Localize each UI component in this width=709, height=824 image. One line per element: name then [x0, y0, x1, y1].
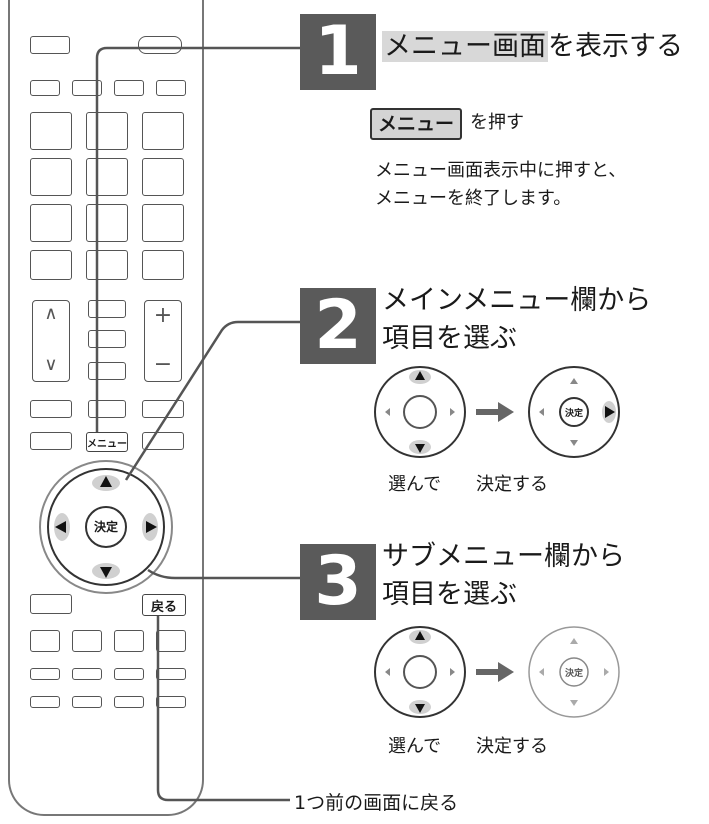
volume-rocker[interactable]: + −: [144, 300, 182, 382]
function-button[interactable]: [72, 668, 102, 680]
number-key[interactable]: [142, 204, 184, 242]
volume-down-icon: −: [153, 352, 173, 377]
number-key[interactable]: [142, 158, 184, 196]
step-3-select-caption: 選んで: [388, 736, 442, 757]
function-button[interactable]: [114, 668, 144, 680]
function-button[interactable]: [156, 668, 186, 680]
number-key[interactable]: [30, 158, 72, 196]
number-key[interactable]: [142, 112, 184, 150]
number-key[interactable]: [142, 250, 184, 280]
channel-rocker[interactable]: ∧ ∨: [32, 300, 70, 382]
function-button[interactable]: [30, 630, 60, 652]
function-button[interactable]: [30, 696, 60, 708]
number-key[interactable]: [30, 250, 72, 280]
step-2-badge: 2: [300, 288, 376, 364]
volume-up-icon: +: [153, 303, 173, 328]
color-button-1[interactable]: [30, 80, 60, 96]
function-button[interactable]: [72, 630, 102, 652]
number-key[interactable]: [86, 112, 128, 150]
step-2-title-line1: メインメニュー欄から: [382, 285, 652, 316]
top-right-button[interactable]: [138, 36, 182, 54]
back-button[interactable]: 戻る: [142, 594, 186, 616]
number-key[interactable]: [30, 112, 72, 150]
function-button[interactable]: [156, 696, 186, 708]
step-3-badge: 3: [300, 544, 376, 620]
menu-button[interactable]: メニュー: [86, 432, 128, 452]
number-key[interactable]: [86, 250, 128, 280]
step-1-note-line1: メニュー画面表示中に押すと、: [375, 160, 627, 181]
enter-button[interactable]: 決定: [93, 520, 118, 534]
step-3-title-line2: 項目を選ぶ: [382, 579, 517, 610]
step-1-title-rest: を表示する: [548, 31, 683, 62]
step-1-key-action: を押す: [470, 112, 524, 133]
step-1-title-highlight: メニュー画面: [382, 31, 548, 62]
function-button[interactable]: [30, 432, 72, 450]
function-button[interactable]: [30, 668, 60, 680]
number-key[interactable]: [86, 204, 128, 242]
function-button[interactable]: [114, 696, 144, 708]
step-3-title-line1: サブメニュー欄から: [382, 541, 625, 572]
back-caption: 1つ前の画面に戻る: [294, 792, 459, 814]
step-2-enter-icon: 決定: [564, 409, 583, 419]
number-key[interactable]: [30, 204, 72, 242]
function-button[interactable]: [72, 696, 102, 708]
function-button[interactable]: [156, 630, 186, 652]
step-1-note-line2: メニューを終了します。: [375, 188, 572, 209]
step-3-confirm-caption: 決定する: [476, 736, 548, 757]
channel-up-icon: ∧: [44, 303, 58, 324]
step-2-select-caption: 選んで: [388, 474, 442, 495]
color-button-2[interactable]: [72, 80, 102, 96]
step-3-enter-icon: 決定: [564, 669, 583, 679]
menu-key-label: メニュー: [370, 108, 463, 140]
step-2-title-line2: 項目を選ぶ: [382, 323, 517, 354]
step-1-badge: 1: [300, 14, 376, 90]
color-button-3[interactable]: [114, 80, 144, 96]
function-button[interactable]: [30, 594, 72, 614]
channel-down-icon: ∨: [44, 354, 58, 375]
number-key[interactable]: [86, 158, 128, 196]
function-button[interactable]: [30, 400, 72, 418]
step-1-title: メニュー画面を表示する: [382, 28, 683, 66]
step-2-confirm-caption: 決定する: [476, 474, 548, 495]
power-button[interactable]: [30, 36, 70, 54]
color-button-4[interactable]: [156, 80, 186, 96]
function-button[interactable]: [114, 630, 144, 652]
